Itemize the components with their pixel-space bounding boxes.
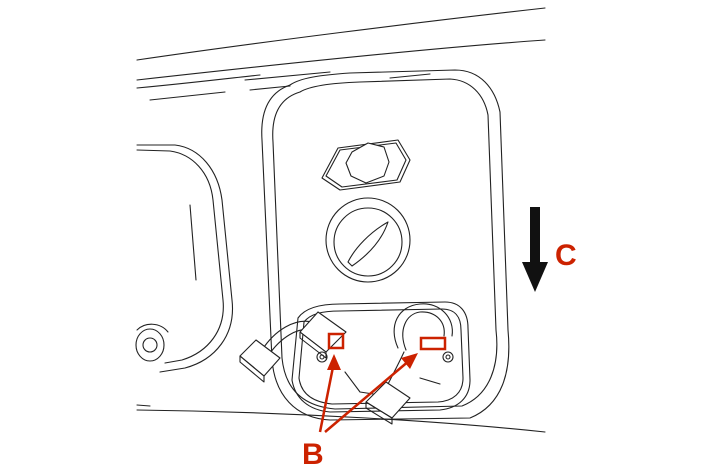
upper-body-lines [136,7,546,101]
label-b: B [302,438,324,471]
label-c: C [555,239,577,272]
right-connector [365,303,453,425]
lamp-housing [261,69,510,421]
c-arrow [522,207,548,292]
b-arrow-right [324,359,411,433]
right-contact [442,351,454,363]
left-screw [135,328,165,362]
left-connector [239,311,347,383]
round-knob [325,197,411,283]
b-arrows [318,353,418,433]
b-markers [327,332,447,351]
b-arrow-left [318,361,336,433]
left-panel [135,144,234,373]
b-arrowhead-right [401,353,418,369]
b-marker-left [327,332,345,350]
lower-body-lines [136,404,546,433]
down-arrow-icon [522,207,548,292]
b-arrowhead-left [327,354,341,370]
octagon-socket [321,139,411,191]
b-marker-right [419,336,447,351]
left-contact [316,351,328,363]
